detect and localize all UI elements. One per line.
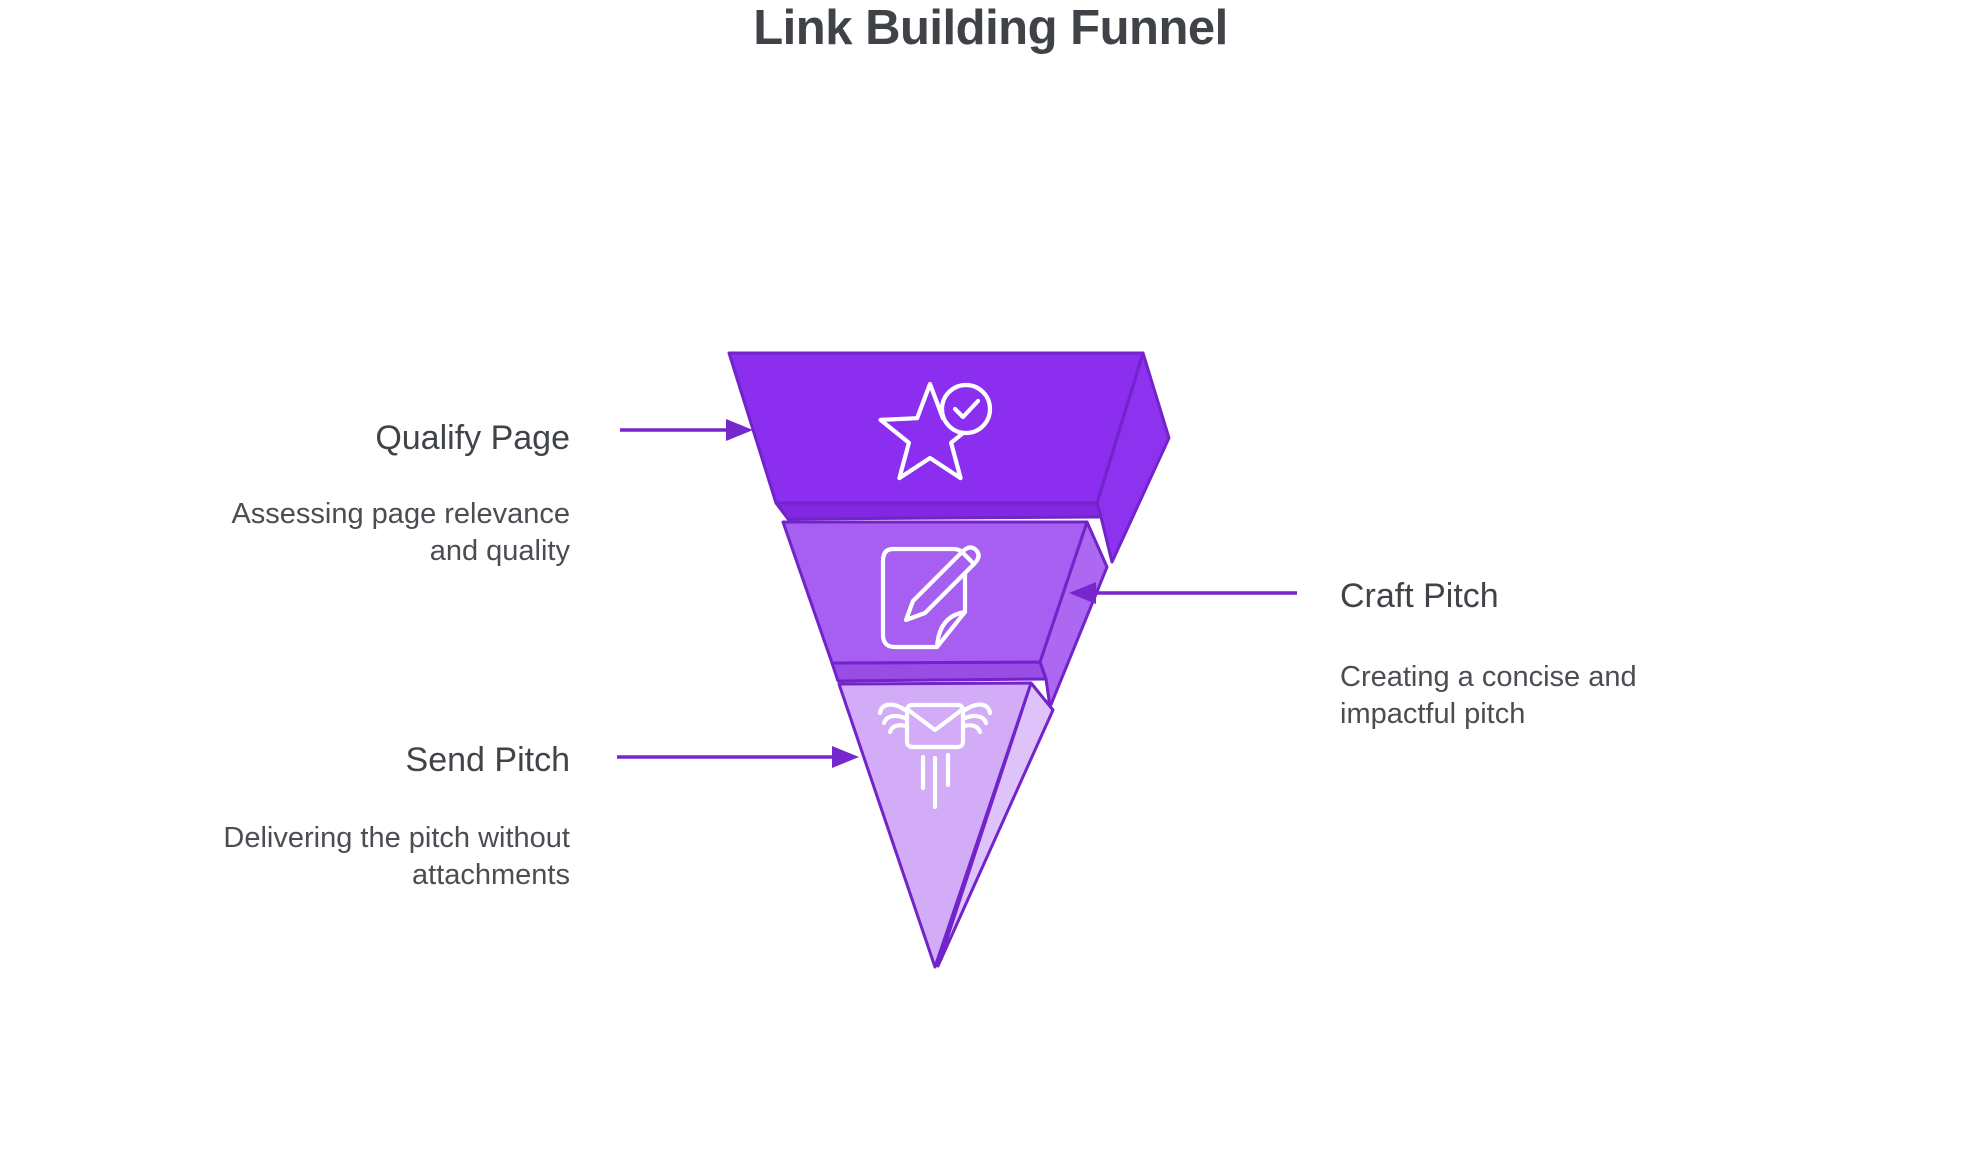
stage-desc-craft-pitch: Creating a concise and impactful pitch — [1340, 659, 1637, 733]
qualify-segment-bottom-face — [774, 501, 1103, 521]
stage-desc-craft-line1: Creating a concise and — [1340, 661, 1637, 693]
stage-desc-send-line2: attachments — [412, 859, 570, 891]
compose-document-pen-icon — [880, 545, 981, 650]
craft-pitch-arrow — [1069, 582, 1297, 604]
stage-desc-craft-line2: impactful pitch — [1340, 698, 1526, 730]
funnel-segment-send-pitch — [837, 681, 1055, 969]
send-segment-front-face — [837, 681, 1033, 969]
stage-desc-qualify-line2: and quality — [429, 535, 570, 567]
winged-mail-icon — [877, 702, 993, 810]
stage-desc-qualify-line1: Assessing page relevance — [231, 498, 570, 530]
star-check-icon — [878, 381, 993, 481]
stage-desc-send-line1: Delivering the pitch without — [223, 822, 570, 854]
stage-label-send-pitch: Send Pitch — [405, 741, 570, 779]
diagram-title: Link Building Funnel — [753, 1, 1228, 55]
stage-desc-qualify-page: Assessing page relevance and quality — [231, 496, 570, 570]
stage-label-craft-pitch: Craft Pitch — [1340, 577, 1499, 615]
craft-arrowhead — [1069, 582, 1096, 604]
craft-segment-bottom-face — [830, 660, 1048, 683]
qualify-arrowhead — [726, 419, 753, 441]
send-arrowhead — [832, 746, 859, 768]
stage-desc-send-pitch: Delivering the pitch without attachments — [223, 820, 570, 894]
funnel-segment-qualify-page — [727, 351, 1171, 564]
stage-label-qualify-page: Qualify Page — [375, 419, 570, 457]
qualify-page-arrow — [620, 419, 753, 441]
qualify-segment-front-face — [727, 351, 1145, 505]
send-pitch-arrow — [617, 746, 859, 768]
